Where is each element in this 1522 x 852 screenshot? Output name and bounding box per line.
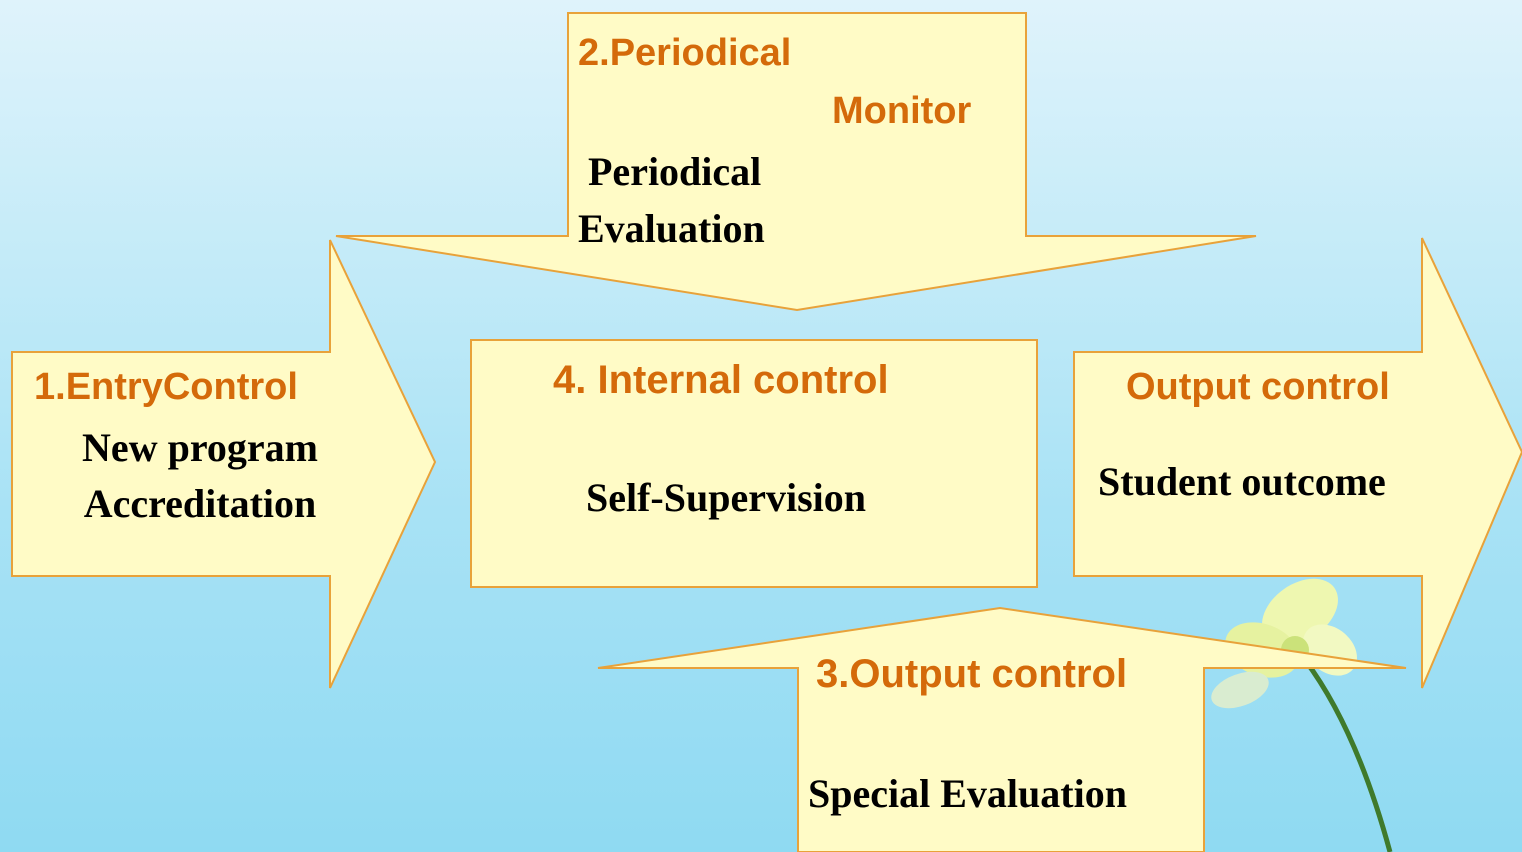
- flower-icon: [1211, 578, 1393, 852]
- periodical-heading-line-1: 2.Periodical: [578, 32, 792, 74]
- periodical-line-2: Evaluation: [578, 206, 765, 251]
- internal-control-box: [470, 339, 1038, 588]
- output-control-heading: Output control: [1126, 366, 1390, 408]
- entry-control-heading: 1.EntryControl: [34, 366, 298, 408]
- special-evaluation-arrow: [597, 606, 1407, 852]
- periodical-heading-line-2: Monitor: [832, 90, 972, 132]
- periodical-line-1: Periodical: [588, 149, 762, 194]
- output-control-line: Student outcome: [1098, 459, 1386, 504]
- output-control-arrow: [1073, 237, 1522, 689]
- internal-control-heading: 4. Internal control: [553, 358, 889, 402]
- entry-control-line-2: Accreditation: [83, 481, 317, 526]
- special-evaluation-line: Special Evaluation: [808, 771, 1127, 816]
- periodical-monitor-arrow: [335, 12, 1257, 312]
- entry-control-arrow: [11, 239, 437, 689]
- special-evaluation-heading: 3.Output control: [816, 652, 1128, 696]
- internal-control-line: Self-Supervision: [586, 475, 867, 520]
- entry-control-line-1: New program: [82, 425, 318, 470]
